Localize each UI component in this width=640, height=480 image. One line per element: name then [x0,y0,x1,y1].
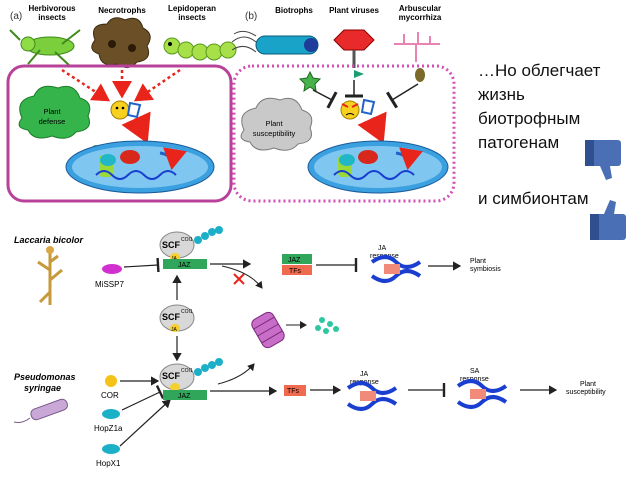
thumbs-up-icon [590,200,626,240]
scf-complex-top: SCF COI1 JA [159,226,223,262]
hopz1a-label: HopZ1a [94,424,123,433]
jaz-box-mid [282,254,312,264]
jaz-label-mid: JAZ [288,257,301,264]
mycorrhiza-icon [394,32,440,62]
plant-susceptibility-bottom-1: Plant [580,381,596,388]
tfs-box-mid [282,265,312,275]
hormone-receptor-icon [110,100,142,120]
effector-flag-icon [354,70,364,78]
scf-label-mid: SCF [162,312,181,322]
plant-defense-label-2: defense [39,117,66,126]
ja-response-bottom-1: JA [360,371,369,378]
label-plant-viruses: Plant viruses [329,6,379,15]
dna-icon-mid [346,381,398,411]
plant-defense-label-1: Plant [43,107,61,116]
missp7-label: MiSSP7 [95,280,124,289]
jaz-label-top: JAZ [178,262,191,269]
label-biotrophs: Biotrophs [275,6,313,15]
label-herbivorous: Herbivorous [28,4,76,13]
proteasome-icon [251,311,339,349]
hopz1a-icon [102,409,120,419]
side-text-line-4: патогенам [478,133,560,152]
jaz-box-top [163,259,207,269]
pseudomonas-label-2: syringae [24,383,61,393]
blocked-x-icon [233,273,245,285]
label-herbivorous-insects: insects [38,13,66,22]
panel-b-tag: (b) [245,11,257,22]
virus-icon [333,29,375,68]
hopx1-label: HopX1 [96,459,121,468]
sa-response-1: SA [470,368,480,375]
panel-b-frame [232,64,456,203]
bottom-panel: Laccaria bicolor MiSSP7 SCF COI1 JA JAZ … [13,226,606,468]
label-arbuscular: Arbuscular [399,4,441,13]
ja-response-top-1: JA [378,245,387,252]
plant-susceptibility-label-2: susceptibility [253,129,296,138]
mushroom-icon [37,246,63,305]
panel-a-frame [6,64,233,203]
panel-b: (b) Biotrophs Plant viruses Arbuscular m… [231,4,456,203]
plant-susceptibility-bottom-2: susceptibility [566,389,606,396]
dna-icon-top [370,255,422,283]
caterpillar-icon [163,37,237,61]
plant-symbiosis-1: Plant [470,258,486,265]
plant-susceptibility-label-1: Plant [265,119,283,128]
pseudomonas-label-1: Pseudomonas [14,372,76,382]
dna-icon [95,170,177,180]
coi1-label-top: COI1 [181,237,193,243]
plant-symbiosis-2: symbiosis [470,266,501,273]
cor-icon [105,375,117,387]
hormone-receptor-icon-b [340,98,376,120]
thumbs-down-icon [585,140,621,180]
label-necrotrophs: Necrotrophs [98,6,146,15]
jaz-box-bottom [163,390,207,400]
nucleus-a [65,140,215,194]
laccaria-label: Laccaria bicolor [14,235,84,245]
bacterium-icon [231,30,319,55]
bacterium-icon-bottom [13,398,68,423]
scf-label-top: SCF [162,240,181,250]
grasshopper-icon [9,29,81,67]
effector-star-icon [298,70,322,93]
necrotroph-icon [91,17,151,68]
hopx1-icon [102,444,120,454]
tfs-label-mid: TFs [289,268,302,275]
panel-a: (a) Herbivorous insects Necrotrophs Lepi… [6,4,237,203]
panel-a-tag: (a) [10,11,22,22]
jaz-label-bottom: JAZ [178,393,191,400]
ja-label-mid: JA [171,327,178,333]
scf-complex-bottom: SCF COI1 [159,358,223,391]
effector-oval-icon [415,68,425,82]
coi1-label-bottom: COI1 [181,368,193,374]
side-text-line-3: биотрофным [478,109,581,128]
label-lepidoperan: Lepidoperan [168,4,216,13]
side-text-line-2: жизнь [478,85,525,104]
side-text-line-5: и симбионтам [478,189,589,208]
scf-complex-mid: SCF COI1 JA [159,304,195,333]
cor-label: COR [101,391,119,400]
dna-icon-right [456,379,508,409]
side-text-line-1: …Но облегчает [478,61,601,80]
tfs-box-bottom [284,385,306,396]
label-lepidoperan-insects: insects [178,13,206,22]
label-mycorrhiza: mycorrhiza [399,13,442,22]
missp7-icon [102,264,122,274]
coi1-label-mid: COI1 [181,309,193,315]
tfs-label-bottom: TFs [287,388,300,395]
scf-label-bottom: SCF [162,371,181,381]
nucleus-b [307,140,449,194]
